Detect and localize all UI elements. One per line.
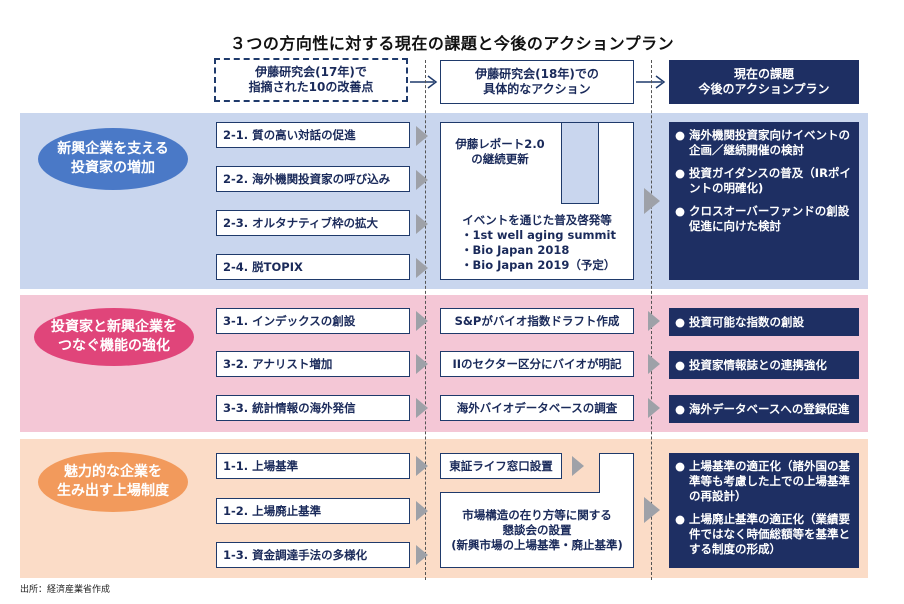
item-1-1: 1-1. 上場基準 bbox=[216, 453, 410, 479]
arrow-icon bbox=[416, 545, 428, 565]
header-arrow-2 bbox=[636, 75, 666, 89]
action-overseas-db: 海外バイオデータベースの調査 bbox=[440, 395, 634, 421]
plan-item: 上場基準の適正化（諸外国の基準等も考慮した上での上場基準の再設計） bbox=[689, 459, 850, 503]
action-frame-join bbox=[600, 491, 633, 494]
bullet-icon: ● bbox=[675, 128, 686, 142]
arrow-icon bbox=[416, 170, 428, 190]
section-label-investors: 新興企業を支える 投資家の増加 bbox=[38, 128, 188, 190]
item-1-2: 1-2. 上場廃止基準 bbox=[216, 498, 410, 524]
plan-item: 上場廃止基準の適正化（業績要件ではなく時価総額等を基準とする制度の形成） bbox=[689, 512, 850, 556]
item-3-1: 3-1. インデックスの創設 bbox=[216, 308, 410, 334]
action-events-bullet: ・Bio Japan 2018 bbox=[461, 243, 570, 257]
action-frame-top bbox=[599, 453, 634, 493]
action-events-bullet: ・Bio Japan 2019（予定） bbox=[461, 258, 616, 272]
action-notch-edge bbox=[561, 122, 562, 204]
arrow-icon bbox=[648, 398, 660, 418]
arrow-icon bbox=[416, 398, 428, 418]
page-title: ３つの方向性に対する現在の課題と今後のアクションプラン bbox=[229, 34, 675, 53]
bullet-icon: ● bbox=[675, 357, 686, 372]
arrow-icon bbox=[644, 188, 660, 214]
bullet-icon: ● bbox=[675, 314, 686, 329]
arrow-icon bbox=[648, 354, 660, 374]
item-3-3: 3-3. 統計情報の海外発信 bbox=[216, 395, 410, 421]
bullet-icon: ● bbox=[675, 204, 686, 218]
item-2-1: 2-1. 質の高い対話の促進 bbox=[216, 122, 410, 148]
plan-item: 海外データベースへの登録促進 bbox=[689, 401, 850, 416]
arrow-icon bbox=[416, 214, 428, 234]
item-2-4: 2-4. 脱TOPIX bbox=[216, 254, 410, 280]
action-frame-investors bbox=[440, 122, 634, 280]
action-events-title: イベントを通じた普及啓発等 bbox=[462, 213, 612, 227]
arrow-icon bbox=[648, 311, 660, 331]
plan-item: クロスオーバーファンドの創設促進に向けた検討 bbox=[689, 204, 850, 233]
plan-item: 投資ガイダンスの普及（IRポイントの明確化) bbox=[689, 166, 851, 195]
action-tse-desk: 東証ライフ窓口設置 bbox=[440, 453, 562, 479]
action-notch-edge bbox=[598, 122, 599, 204]
plan-index: ●投資可能な指数の創設 bbox=[669, 308, 859, 336]
header-col3: 現在の課題 今後のアクションプラン bbox=[669, 60, 859, 104]
arrow-icon bbox=[416, 258, 428, 278]
plan-item: 投資可能な指数の創設 bbox=[689, 314, 804, 329]
arrow-icon bbox=[416, 456, 428, 476]
bullet-icon: ● bbox=[675, 166, 686, 180]
arrow-icon bbox=[416, 126, 428, 146]
action-events: イベントを通じた普及啓発等 ・1st well aging summit ・Bi… bbox=[447, 213, 627, 273]
bullet-icon: ● bbox=[675, 512, 686, 526]
action-notch bbox=[561, 123, 599, 203]
item-3-2: 3-2. アナリスト増加 bbox=[216, 351, 410, 377]
arrow-icon bbox=[416, 501, 428, 521]
action-sp-index: S&Pがバイオ指数ドラフト作成 bbox=[440, 308, 634, 334]
plan-database: ●海外データベースへの登録促進 bbox=[669, 395, 859, 423]
plan-box-listing: ●上場基準の適正化（諸外国の基準等も考慮した上での上場基準の再設計） ●上場廃止… bbox=[669, 453, 859, 568]
arrow-icon bbox=[416, 354, 428, 374]
action-notch-edge bbox=[561, 203, 599, 204]
plan-journal: ●投資家情報誌との連携強化 bbox=[669, 351, 859, 379]
item-2-2: 2-2. 海外機関投資家の呼び込み bbox=[216, 166, 410, 192]
header-arrow-1 bbox=[410, 75, 438, 89]
header-col1: 伊藤研究会(17年)で 指摘された10の改善点 bbox=[214, 58, 408, 102]
arrow-icon bbox=[572, 456, 584, 476]
header-col2: 伊藤研究会(18年)での 具体的なアクション bbox=[440, 60, 634, 104]
plan-item: 投資家情報誌との連携強化 bbox=[689, 357, 827, 372]
bullet-icon: ● bbox=[675, 459, 686, 473]
source-note: 出所：経済産業省作成 bbox=[20, 585, 111, 595]
section-label-listing: 魅力的な企業を 生み出す上場制度 bbox=[38, 452, 188, 512]
action-ito-report: 伊藤レポート2.0 の継続更新 bbox=[455, 137, 545, 166]
plan-item: 海外機関投資家向けイベントの企画／継続開催の検討 bbox=[689, 128, 850, 157]
action-market-council: 市場構造の在り方等に関する 懇談会の設置 (新興市場の上場基準・廃止基準) bbox=[440, 492, 634, 568]
action-ii-sector: IIのセクター区分にバイオが明記 bbox=[440, 351, 634, 377]
item-1-3: 1-3. 資金調達手法の多様化 bbox=[216, 542, 410, 568]
bullet-icon: ● bbox=[675, 401, 686, 416]
section-label-connect: 投資家と新興企業を つなぐ機能の強化 bbox=[34, 308, 194, 366]
plan-box-investors: ●海外機関投資家向けイベントの企画／継続開催の検討 ●投資ガイダンスの普及（IR… bbox=[669, 122, 859, 280]
arrow-icon bbox=[644, 497, 660, 523]
item-2-3: 2-3. オルタナティブ枠の拡大 bbox=[216, 210, 410, 236]
arrow-icon bbox=[416, 311, 428, 331]
action-events-bullet: ・1st well aging summit bbox=[461, 228, 616, 242]
